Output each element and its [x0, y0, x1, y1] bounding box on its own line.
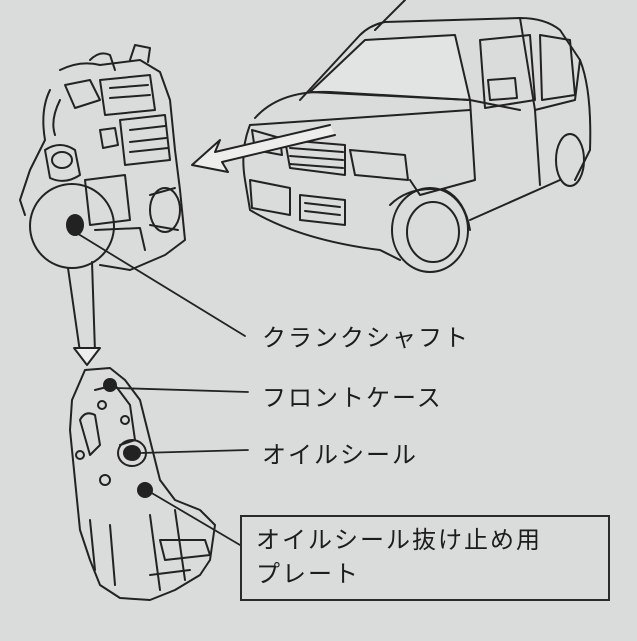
- down-arrow: [73, 347, 101, 366]
- crankshaft-label: クランクシャフト: [262, 324, 470, 352]
- leader-lines: [74, 231, 249, 546]
- plate-label-line2: プレート: [256, 560, 360, 588]
- front-case-illustration: [69, 367, 216, 601]
- detail-magnifier-circle: [29, 183, 115, 269]
- front-case-label: フロントケース: [262, 384, 443, 412]
- oil-seal-label: オイルシール: [262, 441, 418, 469]
- plate-label-line1: オイルシール抜け止め用: [256, 526, 542, 554]
- pointer-arrow: [191, 124, 336, 173]
- car-illustration: [242, 0, 592, 273]
- engine-illustration: [19, 44, 186, 271]
- plate-callout-box: オイルシール抜け止め用 プレート: [240, 515, 610, 601]
